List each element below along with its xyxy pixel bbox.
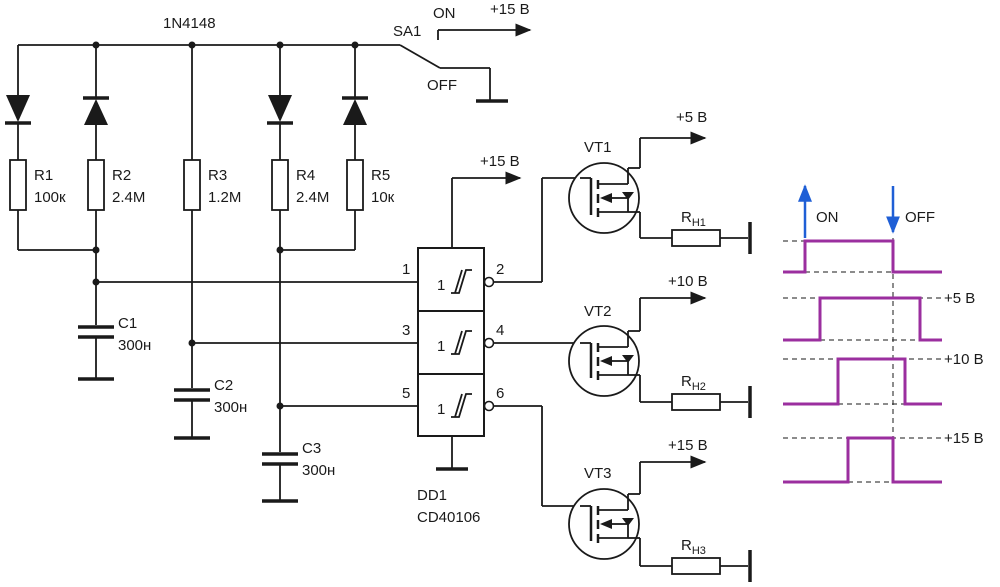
rh2-label: RH2 [681, 373, 706, 393]
chip-gate2-symbol: 1 [437, 338, 445, 355]
c3-name: C3 [302, 440, 321, 457]
timing-label-10v: +10 В [944, 351, 984, 368]
capacitor-c1 [78, 325, 114, 381]
transistor-vt1 [568, 131, 752, 254]
rh3-label: RH3 [681, 537, 706, 557]
chip-gate1-symbol: 1 [437, 277, 445, 294]
timing-label-15v: +15 В [944, 430, 984, 447]
r2-value: 2.4M [112, 189, 145, 206]
chip-pin-6: 6 [496, 385, 504, 402]
switch-off-label: OFF [427, 77, 457, 94]
capacitor-c3 [262, 452, 298, 503]
chip-pin-2: 2 [496, 261, 504, 278]
capacitor-c2 [174, 388, 210, 440]
chip-dd1 [417, 171, 522, 471]
switch-name: SA1 [393, 23, 421, 40]
r3-value: 1.2M [208, 189, 241, 206]
diode-d3 [267, 45, 293, 160]
chip-pin-4: 4 [496, 322, 504, 339]
r4-value: 2.4M [296, 189, 329, 206]
vt2-name: VT2 [584, 303, 612, 320]
vt3-name: VT3 [584, 465, 612, 482]
gate-drive-wires [494, 177, 580, 507]
switch-supply-label: +15 В [490, 1, 530, 18]
rh3-main: R [681, 537, 692, 554]
rh1-main: R [681, 209, 692, 226]
diode-d1 [5, 45, 31, 160]
top-rail [18, 41, 400, 49]
rh1-sub: H1 [692, 217, 706, 229]
c2-name: C2 [214, 377, 233, 394]
rh3-sub: H3 [692, 545, 706, 557]
r5-value: 10к [371, 189, 395, 206]
vt1-supply: +5 В [676, 109, 707, 126]
rh1-label: RH1 [681, 209, 706, 229]
vt1-name: VT1 [584, 139, 612, 156]
timing-diagram [783, 184, 942, 484]
r1-value: 100к [34, 189, 66, 206]
timing-on-label: ON [816, 209, 839, 226]
rh2-sub: H2 [692, 381, 706, 393]
vt2-supply: +10 В [668, 273, 708, 290]
timing-off-label: OFF [905, 209, 935, 226]
network-wires [17, 210, 418, 452]
chip-ref: DD1 [417, 487, 447, 504]
switch-sa1[interactable] [399, 23, 532, 103]
r2-name: R2 [112, 167, 131, 184]
resistor-r3 [183, 159, 201, 211]
resistor-r2 [87, 159, 105, 211]
c1-name: C1 [118, 315, 137, 332]
vt3-supply: +15 В [668, 437, 708, 454]
diode-d4 [342, 45, 368, 160]
r4-name: R4 [296, 167, 315, 184]
transistor-vt2 [568, 291, 752, 418]
c1-value: 300н [118, 337, 151, 354]
resistor-r1 [9, 159, 27, 211]
c3-value: 300н [302, 462, 335, 479]
chip-pin-5: 5 [402, 385, 410, 402]
chip-part: CD40106 [417, 509, 480, 526]
r1-name: R1 [34, 167, 53, 184]
chip-pin-1: 1 [402, 261, 410, 278]
r5-name: R5 [371, 167, 390, 184]
chip-gate3-symbol: 1 [437, 401, 445, 418]
c2-value: 300н [214, 399, 247, 416]
resistor-r5 [346, 159, 364, 211]
chip-pin-3: 3 [402, 322, 410, 339]
switch-on-label: ON [433, 5, 456, 22]
rh2-main: R [681, 373, 692, 390]
resistor-r4 [271, 159, 289, 211]
chip-supply-label: +15 В [480, 153, 520, 170]
transistor-vt3 [568, 455, 752, 582]
diode-type-label: 1N4148 [163, 15, 216, 32]
timing-label-5v: +5 В [944, 290, 975, 307]
r3-name: R3 [208, 167, 227, 184]
diode-d2 [83, 45, 109, 160]
